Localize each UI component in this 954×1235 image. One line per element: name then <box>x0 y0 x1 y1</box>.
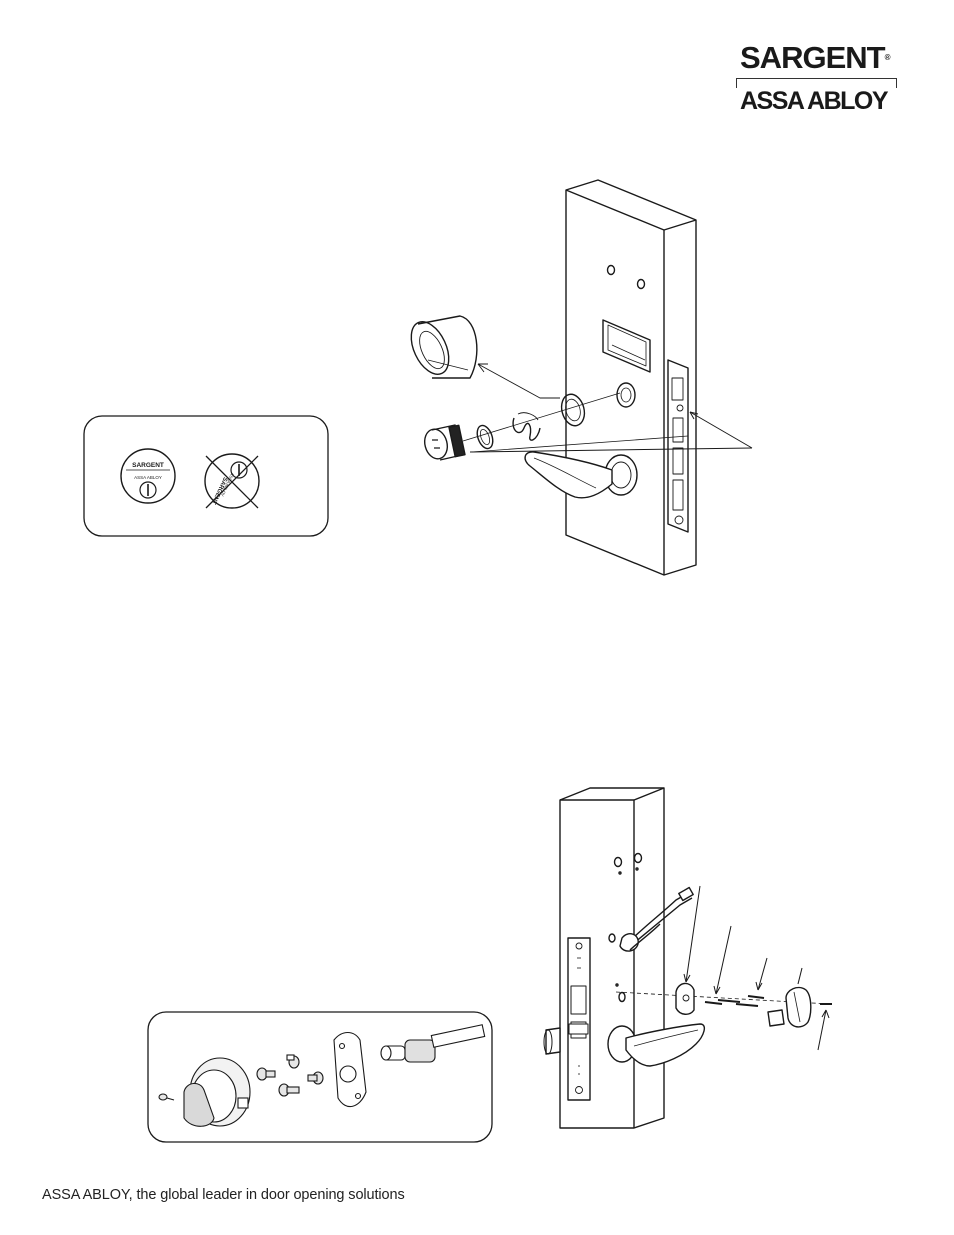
footer-tagline: ASSA ABLOY, the global leader in door op… <box>42 1187 405 1203</box>
